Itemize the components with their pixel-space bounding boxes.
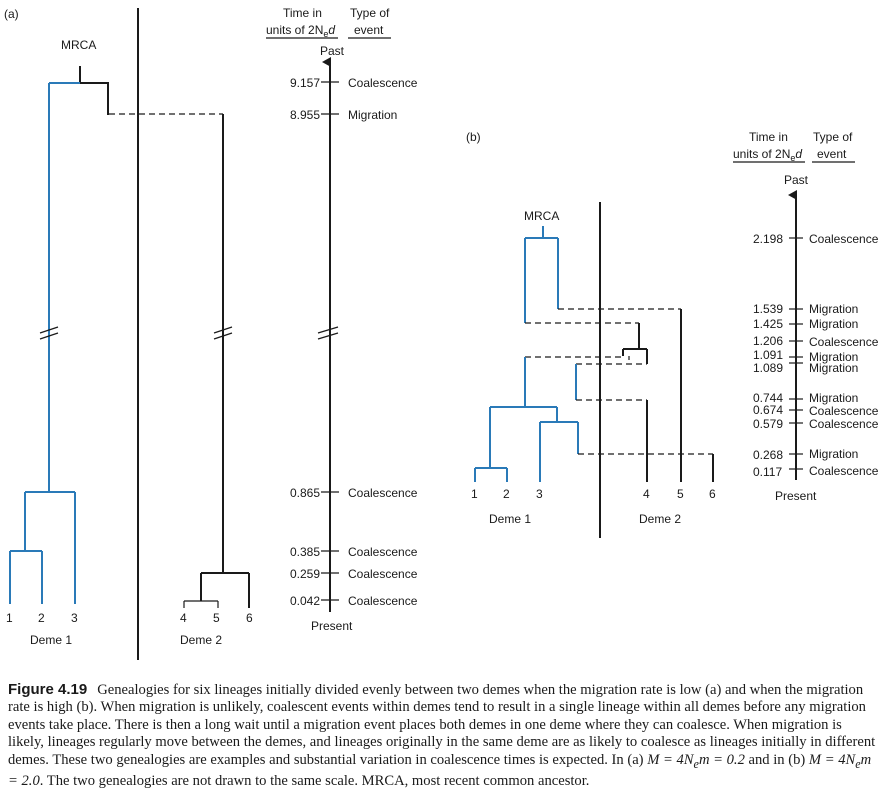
svg-text:Coalescence: Coalescence [809, 464, 879, 478]
genealogy-figure: (a) MRCA [4, 6, 879, 660]
svg-text:Coalescence: Coalescence [348, 567, 418, 581]
panel-a-mrca-node [49, 66, 109, 115]
panel-b-label: (b) [466, 130, 481, 144]
panel-a-type-header: Type of event [348, 6, 391, 39]
panel-a-deme1-label: Deme 1 [30, 633, 72, 647]
panel-a-break-marks [39, 326, 339, 340]
panel-a-deme1-tree [9, 83, 76, 604]
panel-a-label: (a) [4, 7, 19, 21]
svg-text:0.385: 0.385 [290, 545, 320, 559]
panel-a-deme2-tree [183, 114, 250, 608]
panel-b-type-header: Type of event [812, 130, 855, 163]
svg-text:Type of: Type of [813, 130, 853, 144]
svg-text:Migration: Migration [809, 350, 858, 364]
svg-text:0.744: 0.744 [753, 391, 783, 405]
panel-b-tip-4: 4 [643, 487, 650, 501]
figure-label: Figure 4.19 [8, 681, 88, 698]
svg-text:Coalescence: Coalescence [809, 417, 879, 431]
svg-text:Migration: Migration [809, 447, 858, 461]
svg-text:Time in: Time in [749, 130, 788, 144]
panel-b-tree [474, 226, 714, 482]
panel-b-ticks [789, 237, 803, 470]
svg-text:1.089: 1.089 [753, 361, 783, 375]
panel-b-time-header: Time in units of 2Ned [733, 130, 805, 163]
panel-a-times: 9.157 8.955 0.865 0.385 0.259 0.042 [290, 76, 320, 608]
svg-text:Migration: Migration [809, 361, 858, 375]
panel-b: (b) MRCA [466, 130, 879, 538]
svg-text:Coalescence: Coalescence [348, 594, 418, 608]
panel-b-tip-1: 1 [471, 487, 478, 501]
svg-text:Coalescence: Coalescence [809, 232, 879, 246]
panel-a-tip-3: 3 [71, 611, 78, 625]
panel-a-events: Coalescence Migration Coalescence Coales… [348, 76, 418, 608]
svg-text:0.268: 0.268 [753, 448, 783, 462]
svg-text:Coalescence: Coalescence [809, 335, 879, 349]
caption-text-2: and in (b) [744, 751, 809, 768]
svg-text:1.539: 1.539 [753, 302, 783, 316]
panel-a-ticks [321, 81, 339, 601]
panel-a-present-label: Present [311, 619, 353, 633]
svg-text:Coalescence: Coalescence [348, 76, 418, 90]
svg-text:0.042: 0.042 [290, 594, 320, 608]
svg-text:0.117: 0.117 [753, 465, 782, 479]
svg-text:Migration: Migration [809, 317, 858, 331]
panel-a-tip-4: 4 [180, 611, 187, 625]
panel-b-tip-3: 3 [536, 487, 543, 501]
svg-text:1.206: 1.206 [753, 334, 783, 348]
svg-text:Coalescence: Coalescence [348, 486, 418, 500]
panel-b-tip-6: 6 [709, 487, 716, 501]
svg-text:0.674: 0.674 [753, 403, 783, 417]
panel-b-present-label: Present [775, 489, 817, 503]
panel-b-tip-5: 5 [677, 487, 684, 501]
svg-text:Time in: Time in [283, 6, 322, 20]
panel-a: (a) MRCA [4, 6, 418, 660]
svg-text:0.865: 0.865 [290, 486, 320, 500]
panel-b-deme1-label: Deme 1 [489, 512, 531, 526]
svg-text:Migration: Migration [809, 302, 858, 316]
panel-b-past-label: Past [784, 173, 809, 187]
svg-text:2.198: 2.198 [753, 232, 783, 246]
panel-a-past-label: Past [320, 44, 345, 58]
svg-text:event: event [354, 23, 384, 37]
panel-a-tip-5: 5 [213, 611, 220, 625]
panel-a-tip-6: 6 [246, 611, 253, 625]
caption-text-3: . The two genealogies are not drawn to t… [39, 772, 590, 789]
svg-text:event: event [817, 147, 847, 161]
svg-text:Type of: Type of [350, 6, 390, 20]
svg-text:Coalescence: Coalescence [348, 545, 418, 559]
svg-text:9.157: 9.157 [290, 76, 320, 90]
caption-text-1: Genealogies for six lineages initially d… [8, 682, 876, 768]
panel-a-deme2-label: Deme 2 [180, 633, 222, 647]
panel-a-tip-2: 2 [38, 611, 45, 625]
svg-text:units of 2Ned: units of 2Ned [733, 147, 802, 163]
svg-text:Migration: Migration [809, 391, 858, 405]
panel-b-mrca-label: MRCA [524, 209, 559, 223]
panel-a-tip-1: 1 [6, 611, 13, 625]
panel-b-deme2-label: Deme 2 [639, 512, 681, 526]
svg-text:0.259: 0.259 [290, 567, 320, 581]
panel-a-mrca-label: MRCA [61, 38, 96, 52]
caption-math-b: M = 4Nem = 2.0 [8, 751, 872, 789]
svg-text:1.091: 1.091 [753, 348, 783, 362]
svg-text:Migration: Migration [348, 108, 397, 122]
panel-b-times: 2.198 1.539 1.425 1.206 1.091 1.089 0.74… [753, 232, 783, 479]
panel-b-tip-2: 2 [503, 487, 510, 501]
svg-text:1.425: 1.425 [753, 317, 783, 331]
panel-a-time-header: Time in units of 2Ned [266, 6, 338, 39]
svg-text:0.579: 0.579 [753, 417, 783, 431]
svg-text:units of 2Ned: units of 2Ned [266, 23, 335, 39]
svg-text:Coalescence: Coalescence [809, 404, 879, 418]
caption-math-a: M = 4Nem = 0.2 [647, 751, 745, 771]
svg-text:8.955: 8.955 [290, 108, 320, 122]
panel-b-events: Coalescence Migration Migration Coalesce… [809, 232, 879, 478]
